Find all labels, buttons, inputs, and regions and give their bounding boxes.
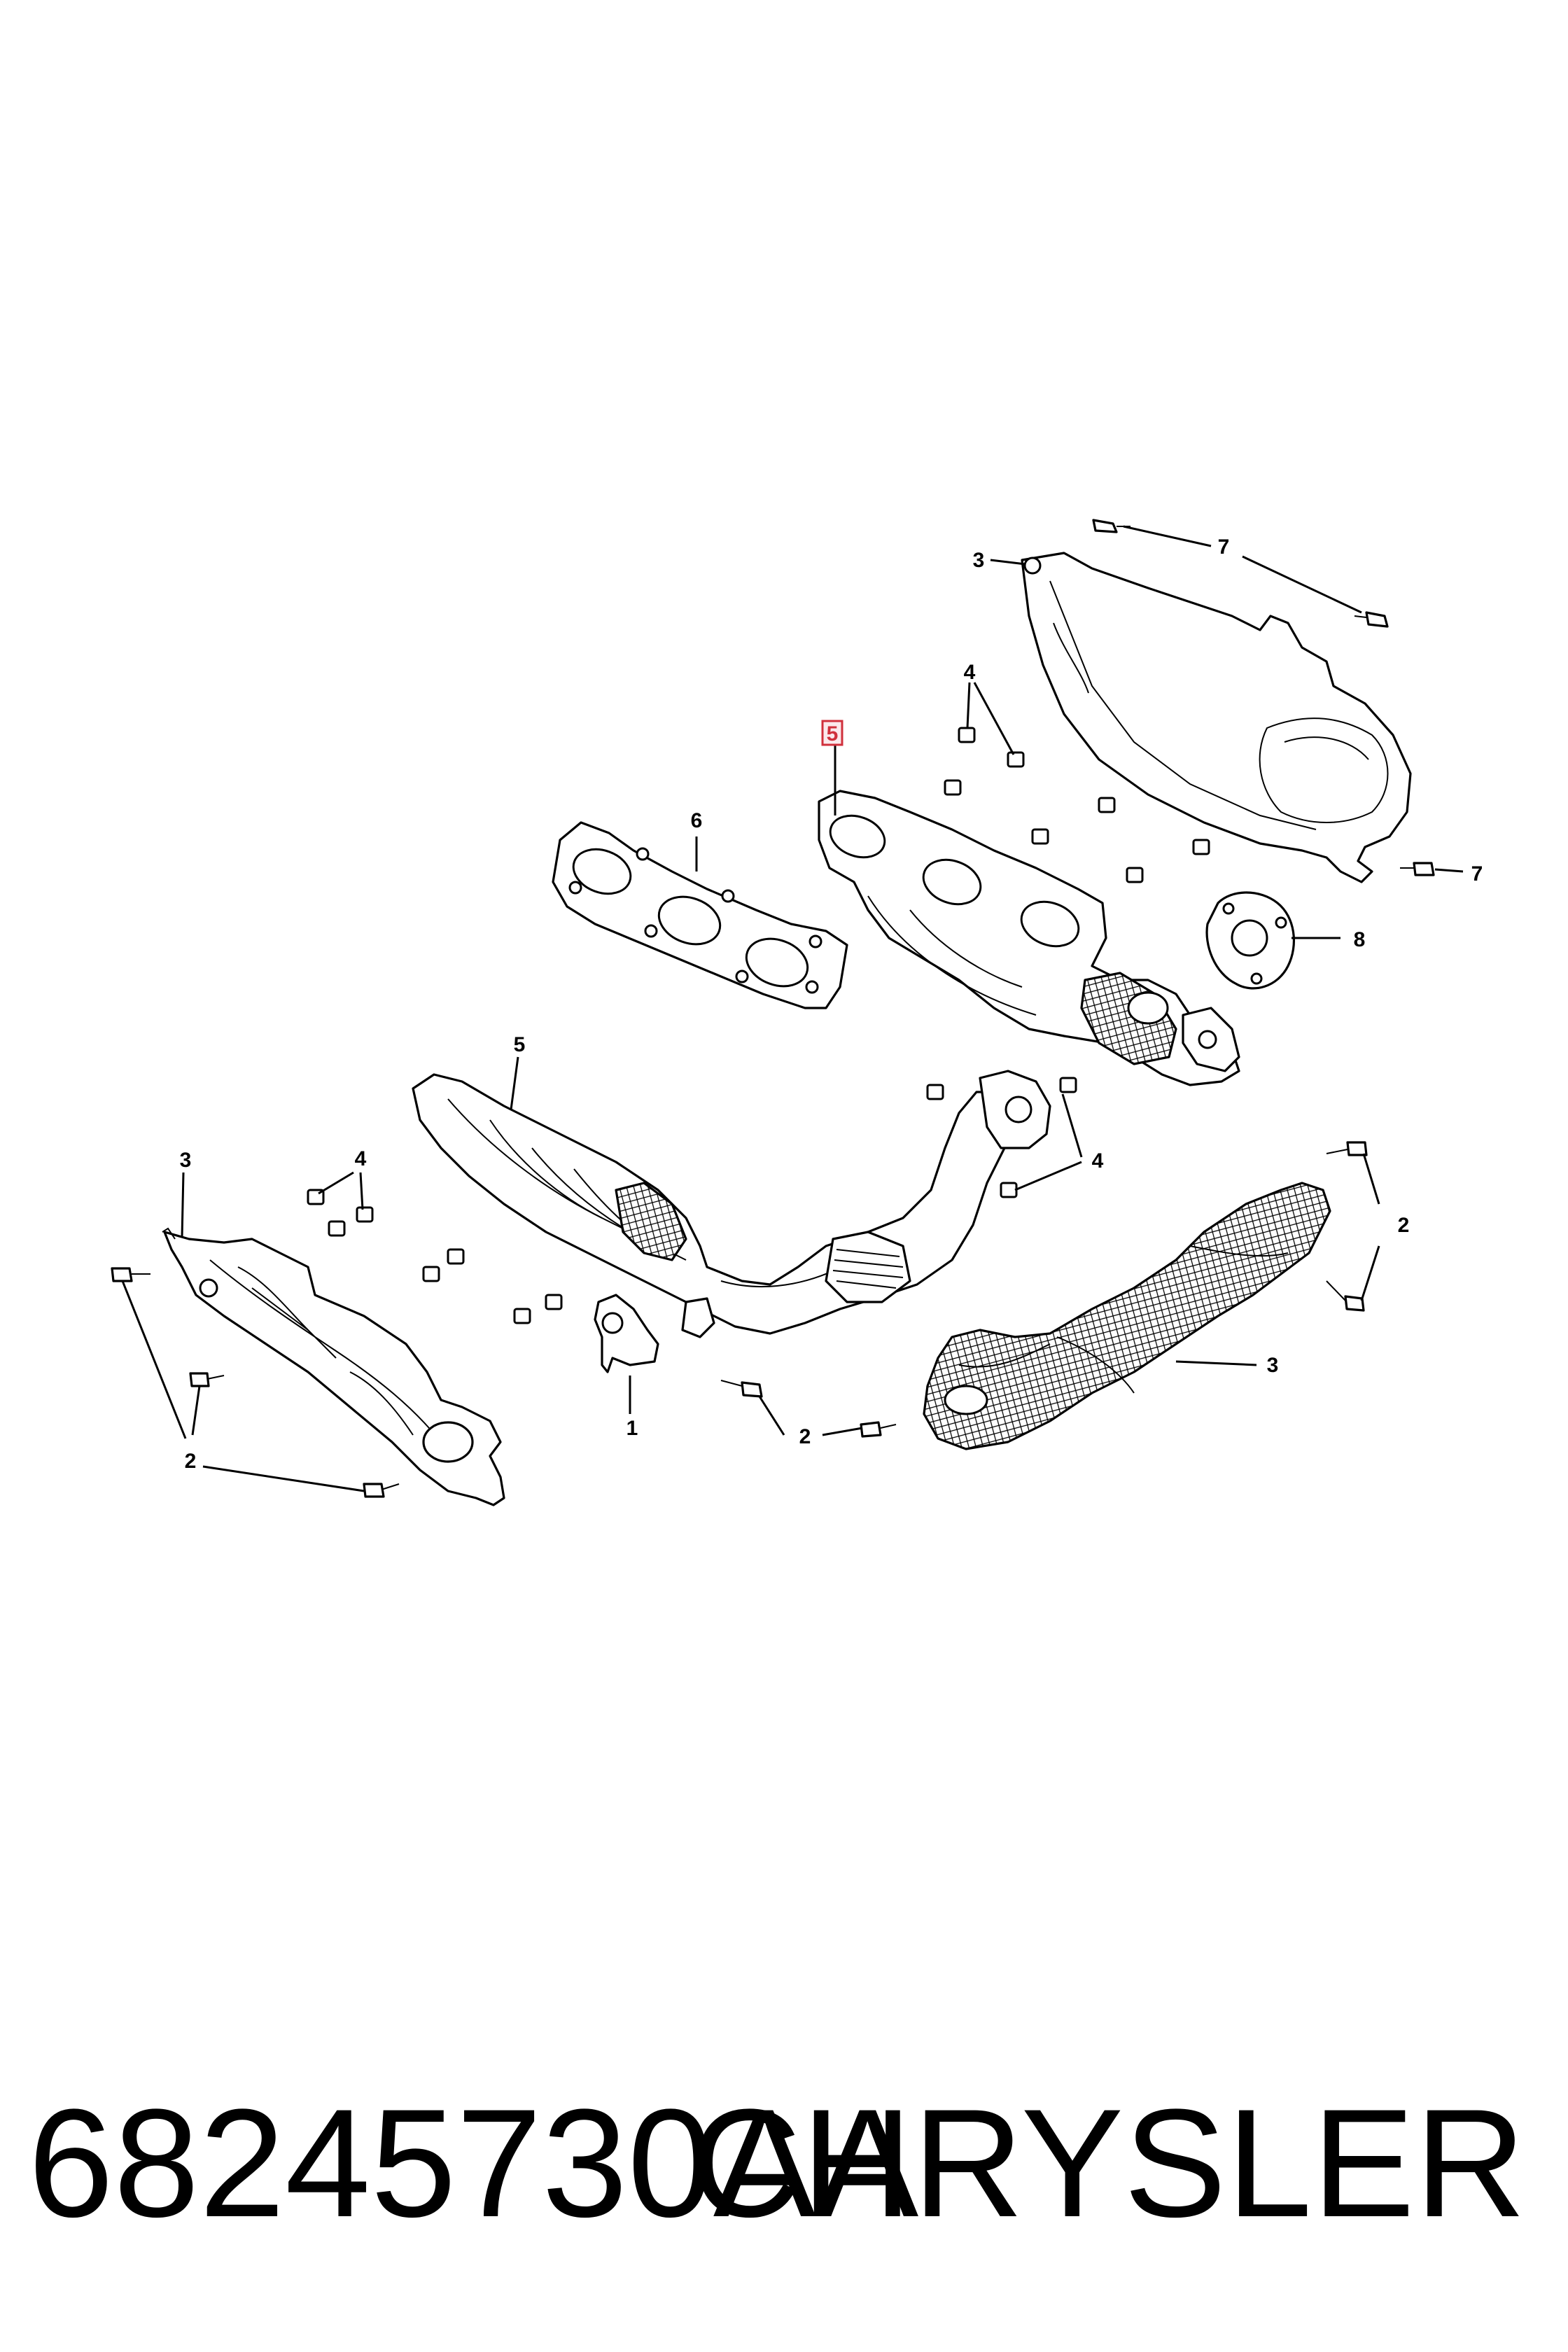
fasteners — [111, 519, 1435, 1498]
callout-1: 1 — [626, 1417, 638, 1440]
callout-2-right: 2 — [1398, 1214, 1410, 1237]
upper-heat-shield — [1021, 552, 1412, 883]
highlight-box — [821, 720, 844, 746]
footer: 68245730AA CHRYSLER — [0, 2072, 1568, 2254]
callout-3-upper: 3 — [973, 549, 985, 572]
callout-5-highlighted: 5 — [827, 722, 839, 746]
callout-4-crossover: 4 — [1092, 1149, 1104, 1172]
callout-8: 8 — [1354, 928, 1366, 951]
callout-6: 6 — [691, 809, 703, 832]
callout-4-left: 4 — [355, 1147, 367, 1170]
callout-4-upper: 4 — [964, 661, 976, 684]
outlet-flange-gasket — [1205, 891, 1296, 990]
callout-2-left: 2 — [185, 1450, 197, 1473]
callout-labels: 7 3 7 4 5 6 8 5 3 4 4 2 3 1 2 2 — [180, 536, 1483, 1473]
leader-lines — [121, 525, 1464, 1492]
brand-name: CHRYSLER — [690, 2077, 1526, 2249]
upper-manifold-gasket — [552, 821, 848, 1009]
right-heat-shield — [923, 1182, 1331, 1450]
part-number: 68245730AA — [28, 2077, 919, 2249]
upper-exhaust-manifold — [818, 790, 1240, 1086]
callout-7-right: 7 — [1471, 862, 1483, 886]
callout-5-lower: 5 — [514, 1033, 526, 1056]
callout-2-center: 2 — [799, 1425, 811, 1448]
left-heat-shield — [162, 1227, 505, 1506]
lower-exhaust-manifold — [412, 1070, 1051, 1338]
callout-7-top: 7 — [1218, 536, 1230, 559]
sensor-bracket — [594, 1294, 659, 1373]
callout-3-left: 3 — [180, 1149, 192, 1172]
exhaust-manifold-diagram: 7 3 7 4 5 6 8 5 3 4 4 2 3 1 2 2 — [111, 519, 1483, 1506]
callout-3-right: 3 — [1267, 1354, 1279, 1377]
